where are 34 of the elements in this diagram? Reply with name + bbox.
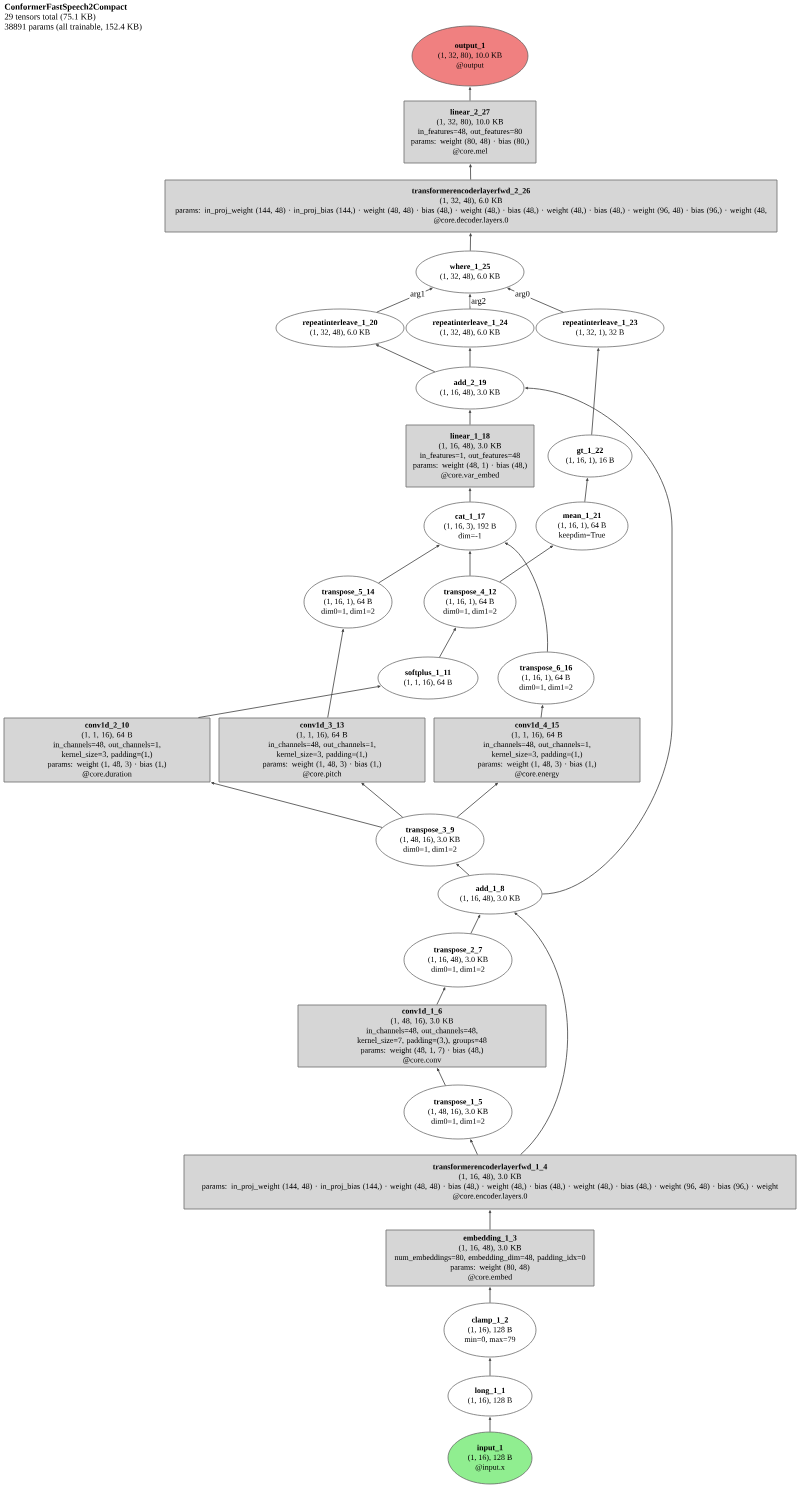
- arrow: [468, 87, 472, 101]
- arrow: [376, 287, 433, 313]
- arrow: [540, 705, 544, 718]
- arrow: [327, 628, 345, 718]
- arrow: [375, 344, 436, 373]
- arrow: [504, 542, 548, 653]
- arrow: [456, 863, 470, 876]
- arrow: [488, 1287, 492, 1304]
- arrow: [488, 1417, 492, 1433]
- arrow: [470, 914, 481, 934]
- arrow: [468, 410, 472, 425]
- arrow: [436, 987, 446, 1005]
- arrow: [198, 685, 381, 718]
- arrow: [488, 1210, 492, 1230]
- arrow: [378, 544, 440, 584]
- arrow: [211, 782, 383, 828]
- arrow: [361, 782, 404, 818]
- arrow: [514, 912, 568, 1155]
- arrow: [456, 782, 498, 818]
- arrow: [584, 478, 589, 503]
- arrow: [525, 386, 673, 895]
- arrow: [469, 164, 472, 180]
- arrow: [437, 1068, 446, 1086]
- arrow: [469, 233, 472, 252]
- arrow: [507, 287, 564, 313]
- arrow: [499, 545, 554, 583]
- arrow: [468, 488, 472, 503]
- arrow: [591, 348, 600, 436]
- arrow: [468, 551, 472, 577]
- arrow: [468, 294, 472, 310]
- arrow: [470, 1139, 478, 1155]
- arrow: [488, 1358, 492, 1377]
- arrow: [439, 627, 456, 658]
- arrow: [468, 348, 472, 368]
